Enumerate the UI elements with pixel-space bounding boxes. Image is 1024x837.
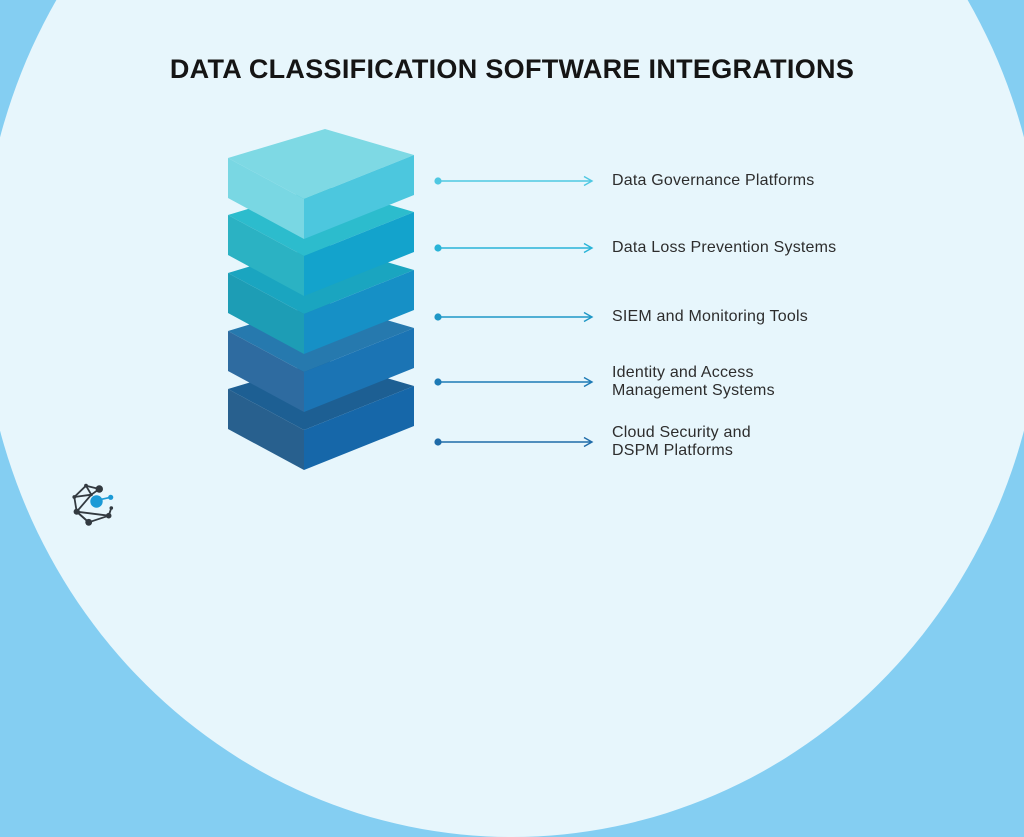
- layer-stack-graphic: [228, 129, 414, 470]
- logo-nodes: [72, 483, 114, 526]
- integration-row: SIEM and Monitoring Tools: [434, 296, 808, 338]
- connector-arrow: [434, 311, 594, 323]
- layer-right-face: [304, 155, 414, 239]
- connector-arrow: [434, 376, 594, 388]
- arrowhead-icon: [583, 175, 594, 187]
- integration-row: Identity and Access Management Systems: [434, 361, 775, 403]
- integration-label: Cloud Security and DSPM Platforms: [612, 424, 751, 459]
- layer-left-face: [228, 273, 304, 354]
- integration-row: Cloud Security and DSPM Platforms: [434, 421, 751, 463]
- layer-right-face: [304, 212, 414, 296]
- layer-left-face: [228, 389, 304, 470]
- integration-label: Data Loss Prevention Systems: [612, 239, 837, 256]
- arrowhead-icon: [583, 436, 594, 448]
- layer-top-face: [228, 129, 414, 199]
- connector-arrow: [434, 436, 594, 448]
- integration-label: Identity and Access Management Systems: [612, 364, 775, 399]
- connector-dot: [434, 378, 442, 386]
- layer-right-face: [304, 328, 414, 412]
- arrowhead-icon: [583, 242, 594, 254]
- integration-row: Data Loss Prevention Systems: [434, 227, 836, 269]
- arrowhead-icon: [583, 311, 594, 323]
- integration-row: Data Governance Platforms: [434, 160, 814, 202]
- integration-label: Data Governance Platforms: [612, 172, 815, 189]
- network-nodes-logo-icon: [72, 483, 114, 526]
- connector-dot: [434, 313, 442, 321]
- arrowhead-icon: [583, 376, 594, 388]
- page-title: DATA CLASSIFICATION SOFTWARE INTEGRATION…: [169, 54, 855, 84]
- layer-right-face: [304, 270, 414, 354]
- stack-layer-1: [228, 129, 414, 239]
- connector-arrow: [434, 242, 594, 254]
- logo-primary-node: [90, 494, 114, 508]
- layer-right-face: [304, 386, 414, 470]
- connector-arrow: [434, 175, 594, 187]
- layer-left-face: [228, 331, 304, 412]
- connector-dot: [434, 438, 442, 446]
- connector-dot: [434, 177, 442, 185]
- layer-left-face: [228, 215, 304, 296]
- integration-label: SIEM and Monitoring Tools: [612, 308, 808, 325]
- connector-dot: [434, 244, 442, 252]
- layer-left-face: [228, 158, 304, 239]
